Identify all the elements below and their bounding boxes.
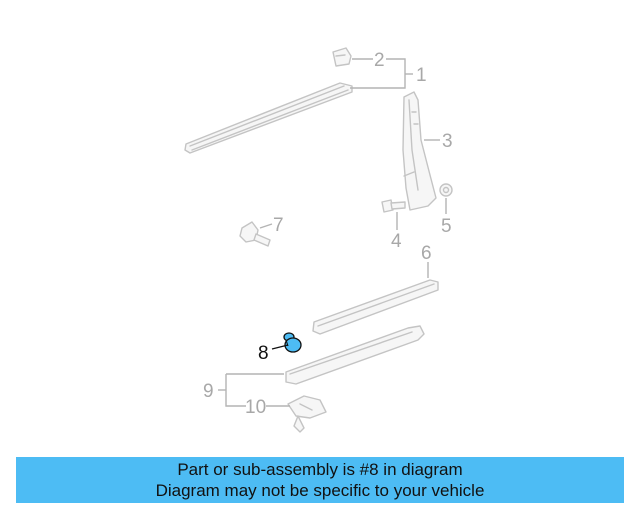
part-8-clip-highlighted — [283, 332, 302, 353]
callout-4: 4 — [391, 231, 402, 252]
part-3-pillar-garnish — [402, 91, 437, 211]
callout-3: 3 — [442, 131, 453, 152]
part-5-nut — [439, 183, 453, 197]
callout-labels: 1 2 3 4 5 6 7 8 9 10 — [203, 50, 453, 418]
banner-line-2: Diagram may not be specific to your vehi… — [155, 481, 485, 500]
callout-10: 10 — [245, 397, 266, 418]
banner-line-1: Part or sub-assembly is #8 in diagram — [177, 460, 463, 479]
part-7-bolt — [239, 221, 271, 247]
callout-6: 6 — [421, 243, 432, 264]
callout-1: 1 — [416, 65, 427, 86]
leader-9-bracket — [225, 373, 284, 407]
callout-8: 8 — [258, 343, 269, 364]
leader-8 — [271, 344, 289, 350]
leader-lines — [218, 58, 447, 407]
part-10-bracket — [287, 395, 327, 433]
callout-5: 5 — [441, 216, 452, 237]
part-1-moulding — [184, 82, 353, 154]
info-banner: Part or sub-assembly is #8 in diagram Di… — [16, 457, 624, 503]
leader-7 — [259, 223, 273, 229]
callout-2: 2 — [374, 50, 385, 71]
part-2-clip — [332, 47, 352, 67]
part-9-lower-garnish — [285, 325, 425, 385]
callout-9: 9 — [203, 381, 214, 402]
part-6-rocker-moulding — [312, 279, 439, 335]
part-4-screw — [381, 199, 406, 213]
callout-7: 7 — [273, 215, 284, 236]
